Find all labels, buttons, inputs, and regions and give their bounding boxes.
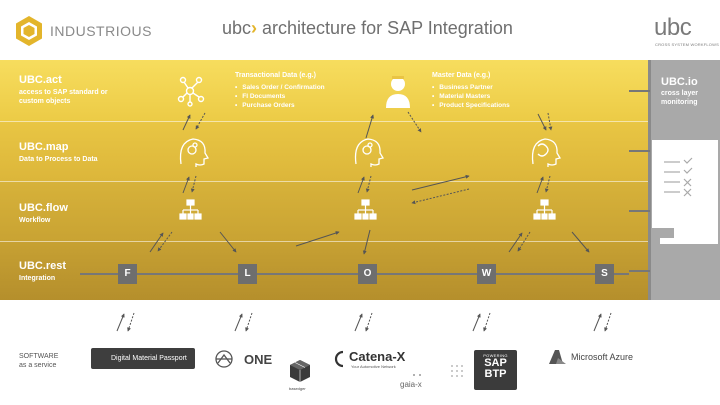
process-step-s: S [595, 264, 614, 284]
list-item: FI Documents [235, 92, 325, 101]
software-label-line2: as a service [19, 362, 57, 369]
partner-catenax-sub: Your Automotive Network [351, 364, 396, 369]
partner-azure: Microsoft Azure [571, 352, 634, 362]
list-item: Material Masters [432, 92, 510, 101]
band-separator [0, 181, 650, 182]
transactional-list: Sales Order / Confirmation FI Documents … [235, 83, 325, 110]
process-step-f: F [118, 264, 137, 284]
catenax-logo-icon [334, 350, 344, 368]
title-rest: architecture for SAP Integration [257, 18, 513, 38]
layer-flow-desc: Workflow [19, 217, 51, 224]
gaiax-logo-icon [413, 374, 421, 376]
software-label: SOFTWARE as a service [19, 352, 58, 370]
partner-catenax: Catena-X [349, 349, 406, 364]
industrious-logo-icon [16, 16, 42, 46]
list-item: Product Specifications [432, 101, 509, 110]
sap-line1: SAP [484, 357, 507, 369]
monitor-desc: cross layer monitoring [661, 90, 698, 106]
layer-flow-title: UBC.flow [19, 202, 68, 214]
ubc-logo-sub: CROSS SYSTEM WORKFLOWS [655, 42, 719, 47]
transactional-title: Transactional Data (e.g.) [235, 72, 316, 79]
partner-basedger: basedger [289, 386, 306, 391]
header: INDUSTRIOUS ubc› architecture for SAP In… [0, 0, 720, 60]
partner-dmp: Digital Material Passport [91, 348, 195, 369]
azure-logo-icon [549, 350, 566, 364]
layer-rest-desc: Integration [19, 275, 56, 282]
process-step-w: W [477, 264, 496, 284]
title-chevron: › [251, 18, 258, 38]
layer-map-title: UBC.map [19, 141, 69, 153]
ubc-logo: ubc CROSS SYSTEM WORKFLOWS [646, 14, 719, 48]
partner-gaiax: gaia-x [400, 380, 422, 389]
monitor-border [648, 60, 651, 300]
basedger-logo-icon [290, 360, 310, 382]
layer-rest-title: UBC.rest [19, 260, 67, 272]
software-label-line1: SOFTWARE [19, 353, 59, 360]
sap-powering: POWERING [483, 353, 508, 358]
band-separator [0, 241, 650, 242]
process-step-o: O [358, 264, 377, 284]
layer-act-title: UBC.act [19, 74, 62, 86]
brand-name: INDUSTRIOUS [50, 23, 152, 39]
ubc-logo-text: ubc [654, 14, 692, 41]
sap-dots-icon [451, 365, 463, 377]
process-step-l: L [238, 264, 257, 284]
master-title: Master Data (e.g.) [432, 72, 491, 79]
partner-sap-btp: POWERING SAP BTP [474, 350, 517, 390]
page-title: ubc› architecture for SAP Integration [222, 18, 513, 39]
band-separator [0, 121, 650, 122]
list-item: Sales Order / Confirmation [235, 83, 324, 92]
list-item: Business Partner [432, 83, 510, 92]
band-act [0, 60, 650, 121]
one-logo-icon [215, 350, 233, 368]
monitor-title: UBC.io [661, 76, 698, 88]
band-map [0, 121, 650, 181]
list-item: Purchase Orders [235, 101, 325, 110]
title-prefix: ubc [222, 18, 252, 38]
layer-map-desc: Data to Process to Data [19, 156, 98, 163]
partner-one: ONE [244, 352, 273, 367]
band-rest [0, 241, 650, 300]
sap-line2: BTP [484, 368, 507, 380]
master-list: Business Partner Material Masters Produc… [432, 83, 510, 110]
layer-act-desc: access to SAP standard or custom objects [19, 89, 108, 105]
band-flow [0, 181, 650, 241]
